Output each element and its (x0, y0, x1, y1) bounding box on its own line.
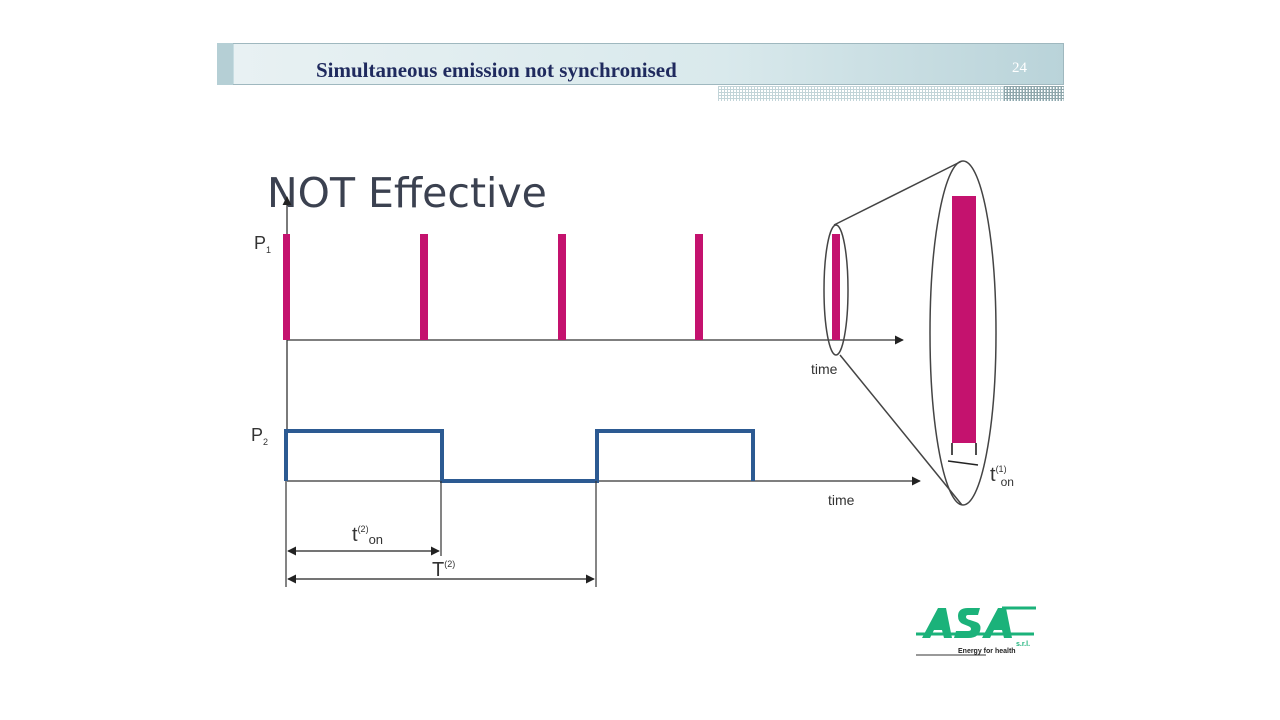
header-grid-decoration (718, 86, 1064, 101)
page-number: 24 (1012, 60, 1027, 76)
p1-pulse (558, 234, 566, 340)
zoom-cone-line-bottom (839, 354, 963, 506)
header-bar (217, 43, 1064, 85)
ton2-label: t(2)on (352, 524, 383, 547)
time-label-bottom: time (828, 492, 855, 508)
asa-logo-icon: s.r.l. Energy for health (916, 606, 1036, 656)
slide-title: Simultaneous emission not synchronised (316, 58, 677, 82)
p1-pulse (420, 234, 428, 340)
p1-pulse (832, 234, 840, 340)
zoom-cone-line-top (833, 160, 963, 226)
slide-subtitle: NOT Effective (267, 169, 547, 217)
zoomed-pulse (952, 196, 976, 443)
header-accent-strip (217, 43, 233, 85)
time-label-top: time (811, 361, 838, 377)
logo-suffix: s.r.l. (1016, 641, 1030, 648)
header-grid-decoration-dark (1004, 86, 1064, 101)
p1-pulse (695, 234, 703, 340)
logo-tagline: Energy for health (958, 648, 1016, 655)
zoom-source-ellipse (823, 224, 849, 356)
p1-pulse (283, 234, 290, 340)
p1-label: P1 (254, 233, 271, 255)
p2-square-wave (284, 429, 755, 483)
zoom-ellipse (929, 160, 997, 506)
ton1-span-line (947, 460, 979, 466)
p2-label: P2 (251, 425, 268, 447)
ton1-label: t(1)on (990, 464, 1014, 489)
period-label: T(2) (432, 559, 455, 581)
